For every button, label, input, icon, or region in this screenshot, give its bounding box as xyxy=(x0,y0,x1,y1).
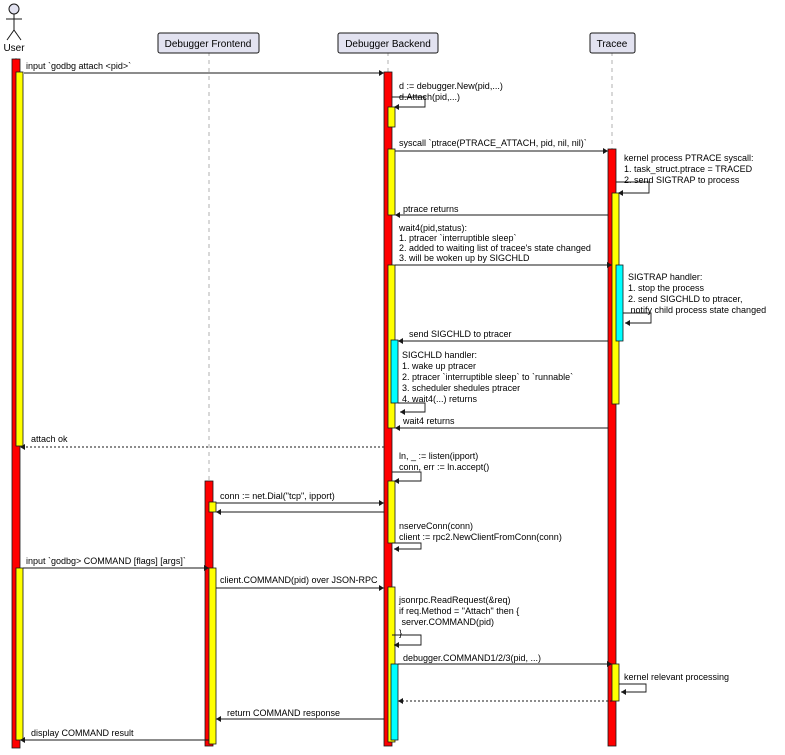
message-label: attach ok xyxy=(31,434,68,444)
activation-user-yellow-1 xyxy=(15,71,24,447)
message-label: ptrace returns xyxy=(403,204,459,214)
activation-backend-yellow-1 xyxy=(387,106,396,128)
message-label: d := debugger.New(pid,...)d.Attach(pid,.… xyxy=(399,81,503,102)
activation-frontend-yellow-1 xyxy=(208,501,217,513)
arrow-head xyxy=(398,338,403,344)
arrow-head xyxy=(20,444,25,450)
participant-user: User xyxy=(3,3,25,54)
arrow-head xyxy=(379,500,384,506)
arrow-head xyxy=(398,698,403,704)
activation-backend-yellow-4 xyxy=(387,480,396,544)
arrow-head xyxy=(621,689,626,695)
participant-tracee: Tracee xyxy=(589,32,636,54)
message-label: wait4 returns xyxy=(402,416,455,426)
activation-backend-cyan-2 xyxy=(390,663,399,741)
arrow-head xyxy=(394,642,399,648)
participant-frontend-label: Debugger Frontend xyxy=(165,39,252,50)
arrow-head xyxy=(395,212,400,218)
arrow-head xyxy=(607,262,612,268)
participant-frontend: Debugger Frontend xyxy=(157,32,260,54)
message-texts: input `godbg attach <pid>` d := debugger… xyxy=(26,61,766,738)
message-label: nserveConn(conn)client := rpc2.NewClient… xyxy=(399,521,562,542)
message-label: input `godbg> COMMAND [flags] [args]` xyxy=(26,556,186,566)
activation-tracee-red xyxy=(607,148,617,747)
arrow-head xyxy=(400,409,405,415)
arrow-head xyxy=(394,478,399,484)
arrow-head xyxy=(204,565,209,571)
arrow-head xyxy=(379,70,384,76)
arrow-head xyxy=(618,190,623,196)
self-message-arrow xyxy=(619,683,647,693)
message-label: kernel process PTRACE syscall:1. task_st… xyxy=(624,153,754,185)
activation-backend-cyan-1 xyxy=(390,339,399,404)
message-label: return COMMAND response xyxy=(227,708,340,718)
self-message-arrow xyxy=(398,402,426,413)
self-message-arrow xyxy=(392,96,426,108)
participant-user-label: User xyxy=(3,43,25,54)
arrow-head xyxy=(216,716,221,722)
arrow-head xyxy=(394,104,399,110)
message-label: send SIGCHLD to ptracer xyxy=(409,329,512,339)
activation-tracee-yellow-2 xyxy=(611,663,620,702)
message-arrows xyxy=(20,70,652,743)
message-label: debugger.COMMAND1/2/3(pid, ...) xyxy=(403,653,541,663)
arrow-head xyxy=(395,425,400,431)
message-label: kernel relevant processing xyxy=(624,672,729,682)
activation-tracee-cyan xyxy=(615,264,624,342)
participant-backend-label: Debugger Backend xyxy=(345,39,431,50)
message-label: syscall `ptrace(PTRACE_ATTACH, pid, nil,… xyxy=(399,138,587,148)
message-label: wait4(pid,status):1. ptracer `interrupti… xyxy=(398,223,591,263)
message-label: client.COMMAND(pid) over JSON-RPC xyxy=(220,575,378,585)
message-label: jsonrpc.ReadRequest(&req)if req.Method =… xyxy=(398,595,519,638)
self-message-arrow xyxy=(392,542,422,550)
message-label: input `godbg attach <pid>` xyxy=(26,61,131,71)
self-message-arrow xyxy=(623,312,652,324)
arrow-head xyxy=(607,661,612,667)
activation-frontend-yellow-2 xyxy=(208,567,217,745)
arrow-head xyxy=(394,546,399,552)
arrow-head xyxy=(603,148,608,154)
message-label: ln, _ := listen(ipport)conn, err := ln.a… xyxy=(399,451,489,472)
arrow-head xyxy=(20,737,25,743)
arrow-head xyxy=(216,509,221,515)
self-message-arrow xyxy=(616,181,650,194)
activation-bars xyxy=(11,58,624,749)
arrow-head xyxy=(379,585,384,591)
activation-user-yellow-2 xyxy=(15,567,24,741)
participant-backend: Debugger Backend xyxy=(337,32,439,54)
message-label: conn := net.Dial("tcp", ipport) xyxy=(220,491,335,501)
user-actor-icon xyxy=(6,3,22,41)
arrow-head xyxy=(625,320,630,326)
participant-tracee-label: Tracee xyxy=(597,39,628,50)
lifelines xyxy=(15,52,613,748)
self-message-arrow xyxy=(392,471,422,482)
self-message-arrow xyxy=(392,634,422,646)
activation-backend-yellow-2 xyxy=(387,148,396,216)
message-label: display COMMAND result xyxy=(31,728,134,738)
